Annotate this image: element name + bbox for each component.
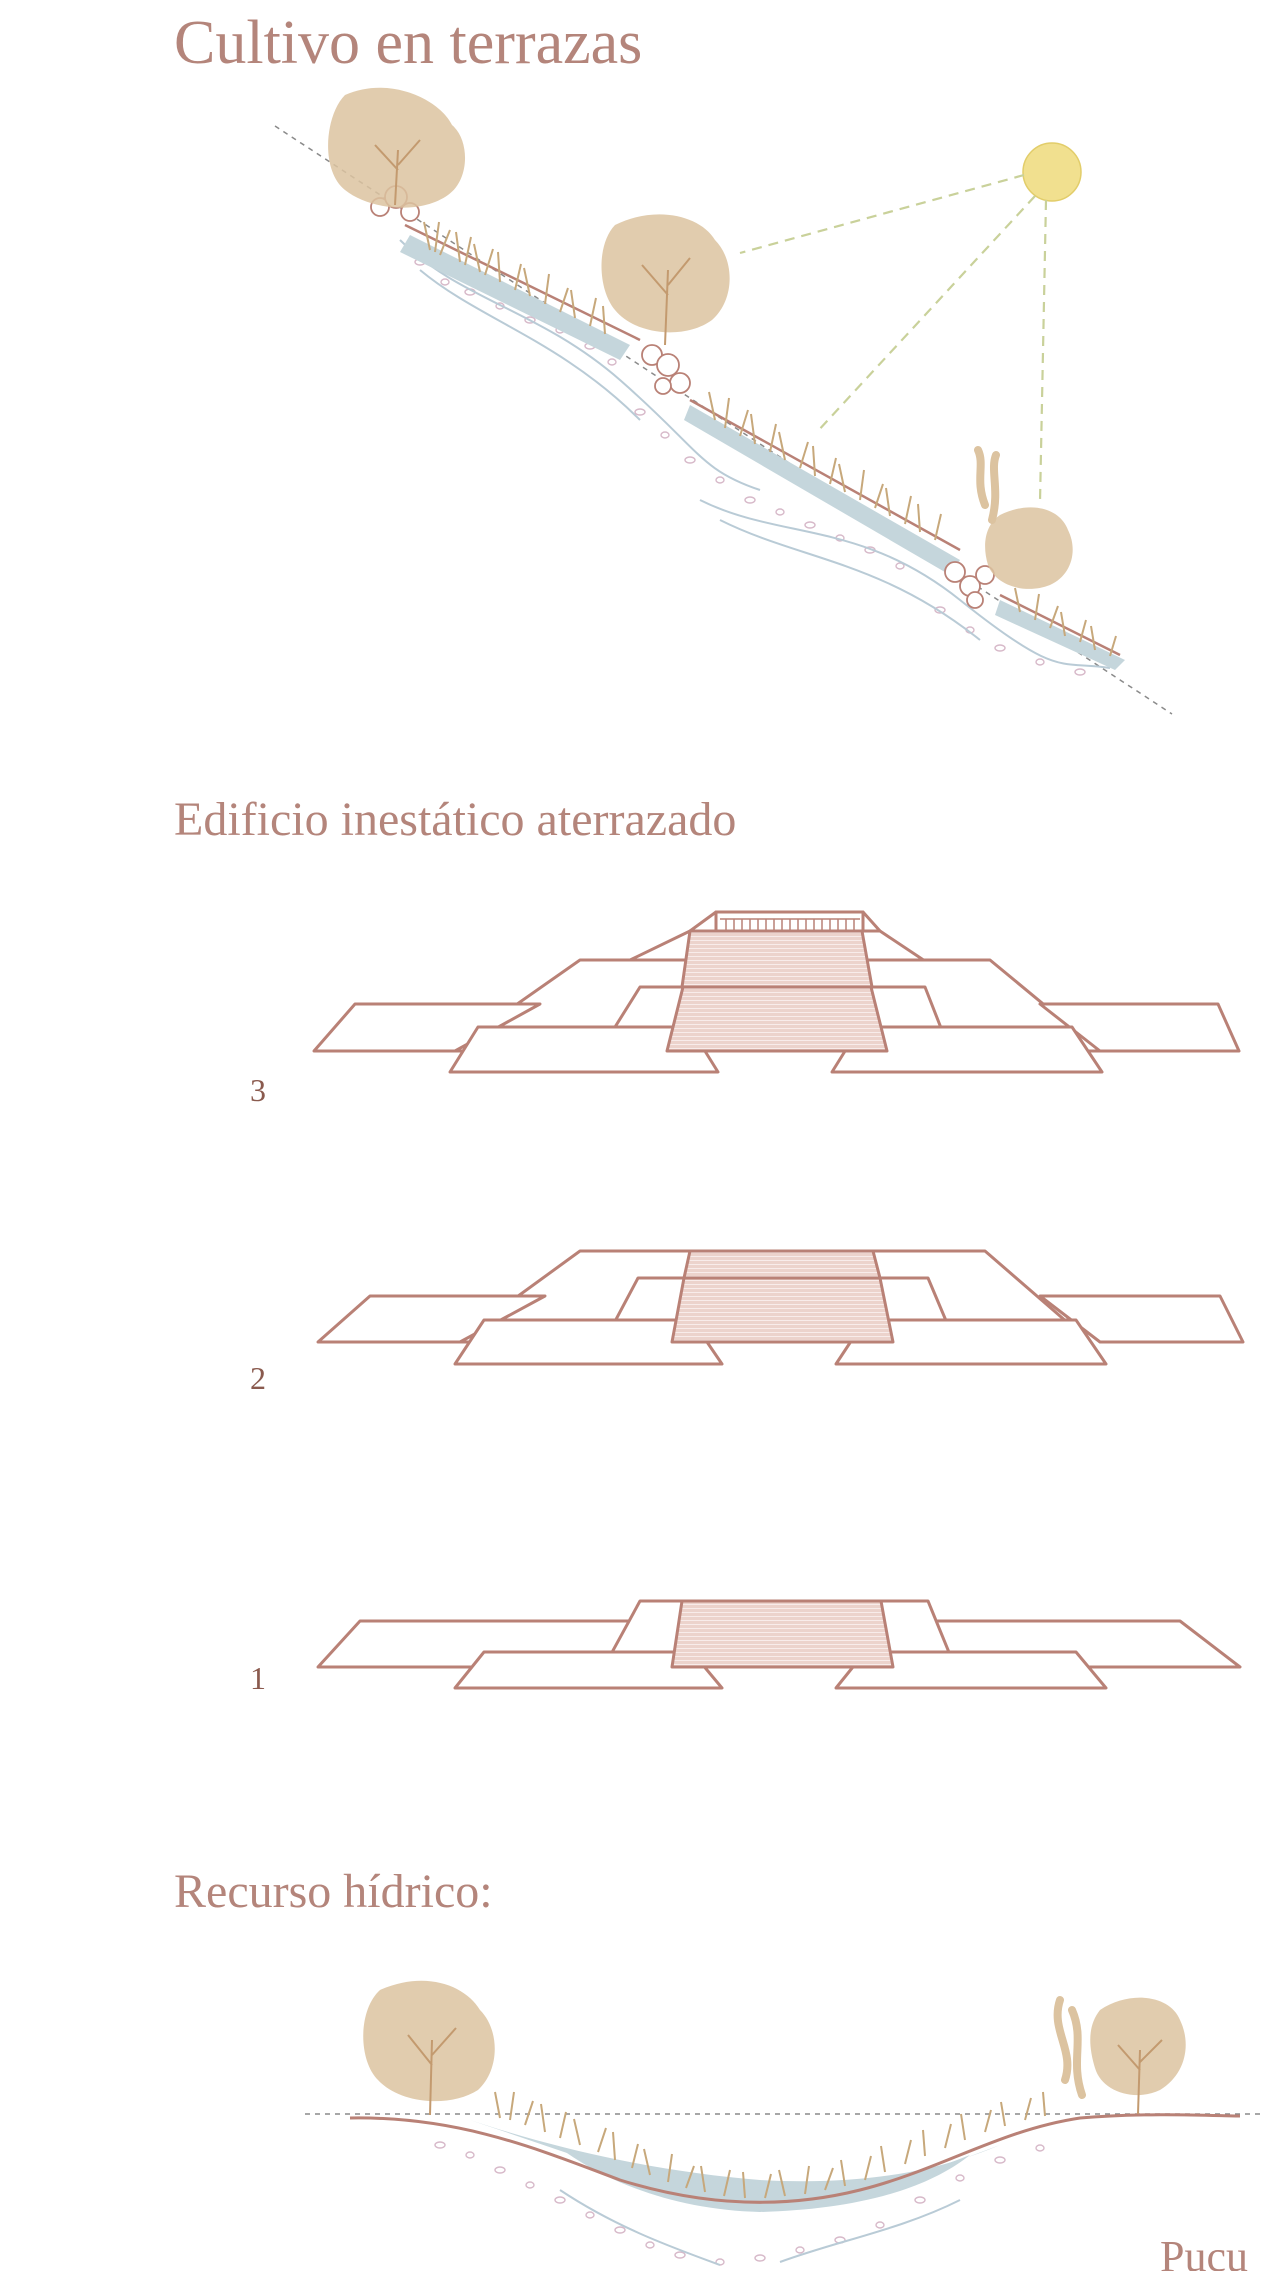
sun-icon — [1022, 142, 1082, 202]
level-label-2: 2 — [250, 1360, 266, 1396]
water-diagram: Pucu — [305, 1980, 1265, 2271]
tree-icon — [601, 214, 730, 346]
sun-rays — [739, 173, 1048, 503]
grass — [494, 2091, 1046, 2199]
grass — [423, 221, 1117, 657]
building-level-3 — [312, 910, 1241, 1074]
soil-pebbles — [414, 258, 1086, 676]
basin-profile — [349, 2113, 1241, 2204]
temple-columns — [720, 918, 860, 931]
groundwater-lines — [399, 239, 1111, 669]
terrace-diagram — [274, 87, 1173, 715]
retaining-stones — [370, 185, 995, 609]
level-label-3: 3 — [250, 1072, 266, 1108]
groundwater-lines — [559, 2189, 961, 2266]
water-body — [470, 2120, 1000, 2200]
building-title: Edificio inestático aterrazado — [174, 793, 737, 846]
water-title: Recurso hídrico: — [174, 1865, 493, 1918]
terraces-title: Cultivo en terrazas — [174, 9, 643, 77]
building-diagram — [312, 910, 1245, 1690]
building-level-2 — [316, 1249, 1245, 1366]
water-body-fill — [560, 2148, 970, 2212]
tree-icon — [974, 446, 1073, 589]
tree-icon — [328, 87, 466, 208]
level-label-1: 1 — [250, 1660, 266, 1696]
soil-pebbles — [434, 2141, 1045, 2266]
building-level-1 — [316, 1599, 1242, 1690]
water-caption: Pucu — [1160, 2232, 1248, 2271]
tree-icon — [1053, 1996, 1186, 2115]
tree-icon — [363, 1980, 495, 2116]
water-layer — [400, 235, 1125, 670]
